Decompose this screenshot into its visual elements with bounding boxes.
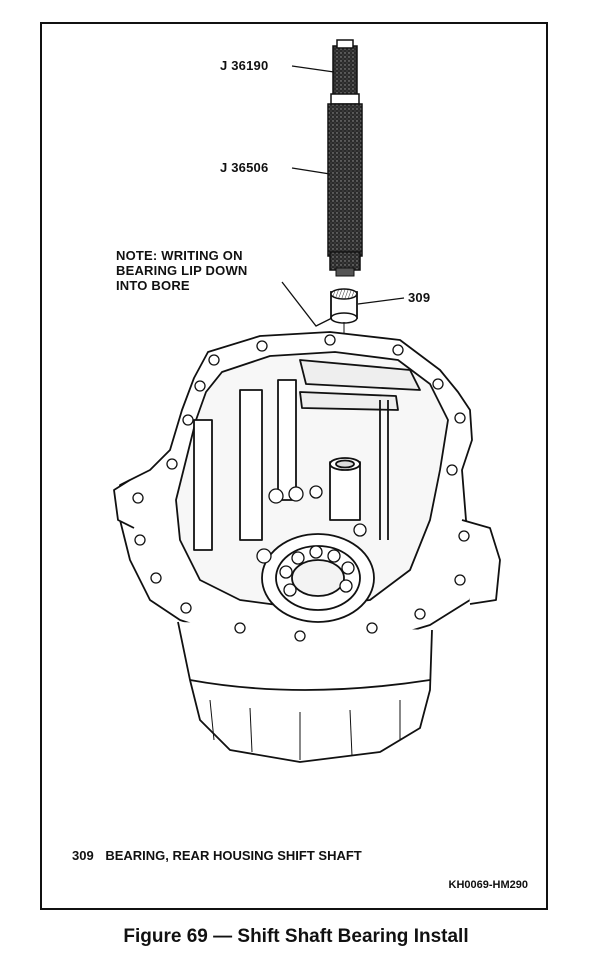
rear-housing [113, 331, 501, 763]
bearing-309 [330, 288, 358, 324]
installation-note: NOTE: WRITING ON BEARING LIP DOWN INTO B… [116, 248, 248, 293]
drawing-code: KH0069-HM290 [448, 879, 528, 891]
note-line-1: NOTE: WRITING ON [116, 248, 243, 263]
tool-j36190-label: J 36190 [220, 58, 269, 73]
parts-legend: 309 BEARING, REAR HOUSING SHIFT SHAFT [72, 848, 362, 863]
tool-j36506-label: J 36506 [220, 160, 269, 175]
legend-part-number: 309 [72, 848, 94, 863]
leader-lines [281, 65, 405, 327]
figure-caption: Figure 69 — Shift Shaft Bearing Install [123, 926, 469, 947]
note-line-2: BEARING LIP DOWN [116, 263, 248, 278]
tool-j36190-shaft [330, 39, 360, 105]
legend-part-description: BEARING, REAR HOUSING SHIFT SHAFT [105, 848, 362, 863]
part-309-callout: 309 [408, 290, 431, 305]
figure-frame [40, 22, 548, 910]
note-line-3: INTO BORE [116, 278, 190, 293]
tool-j36506-handle [327, 103, 363, 277]
